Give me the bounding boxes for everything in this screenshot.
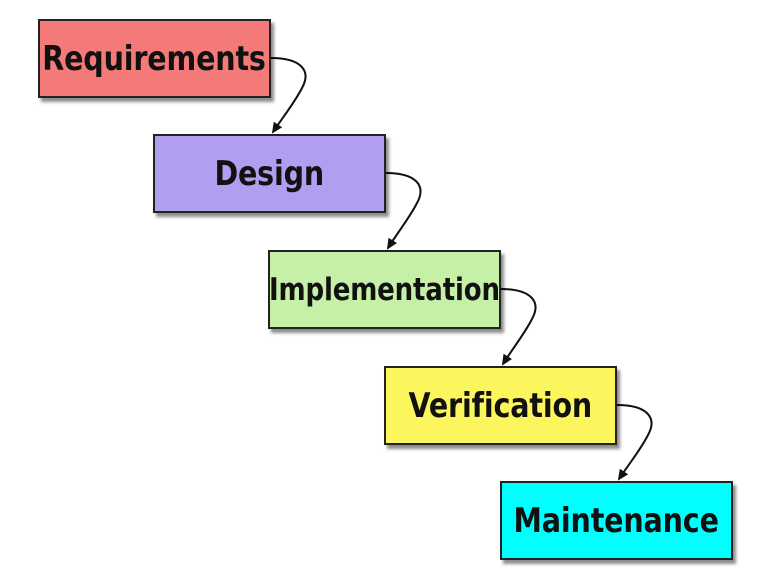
stage-box-requirements: Requirements xyxy=(38,19,271,98)
connector-arrow-requirements-to-design xyxy=(270,57,307,134)
stage-box-verification: Verification xyxy=(384,366,617,445)
stage-label-implementation: Implementation xyxy=(269,271,500,308)
stage-label-requirements: Requirements xyxy=(42,38,267,79)
connector-arrow-verification-to-maintenance xyxy=(616,404,653,481)
stage-box-maintenance: Maintenance xyxy=(500,481,733,560)
stage-label-maintenance: Maintenance xyxy=(513,500,720,541)
connector-arrow-design-to-implementation xyxy=(385,172,422,250)
connector-arrow-implementation-to-verification xyxy=(500,288,537,366)
stage-box-implementation: Implementation xyxy=(268,250,501,329)
stage-label-verification: Verification xyxy=(408,385,593,426)
stage-box-design: Design xyxy=(153,134,386,213)
stage-label-design: Design xyxy=(214,153,325,194)
